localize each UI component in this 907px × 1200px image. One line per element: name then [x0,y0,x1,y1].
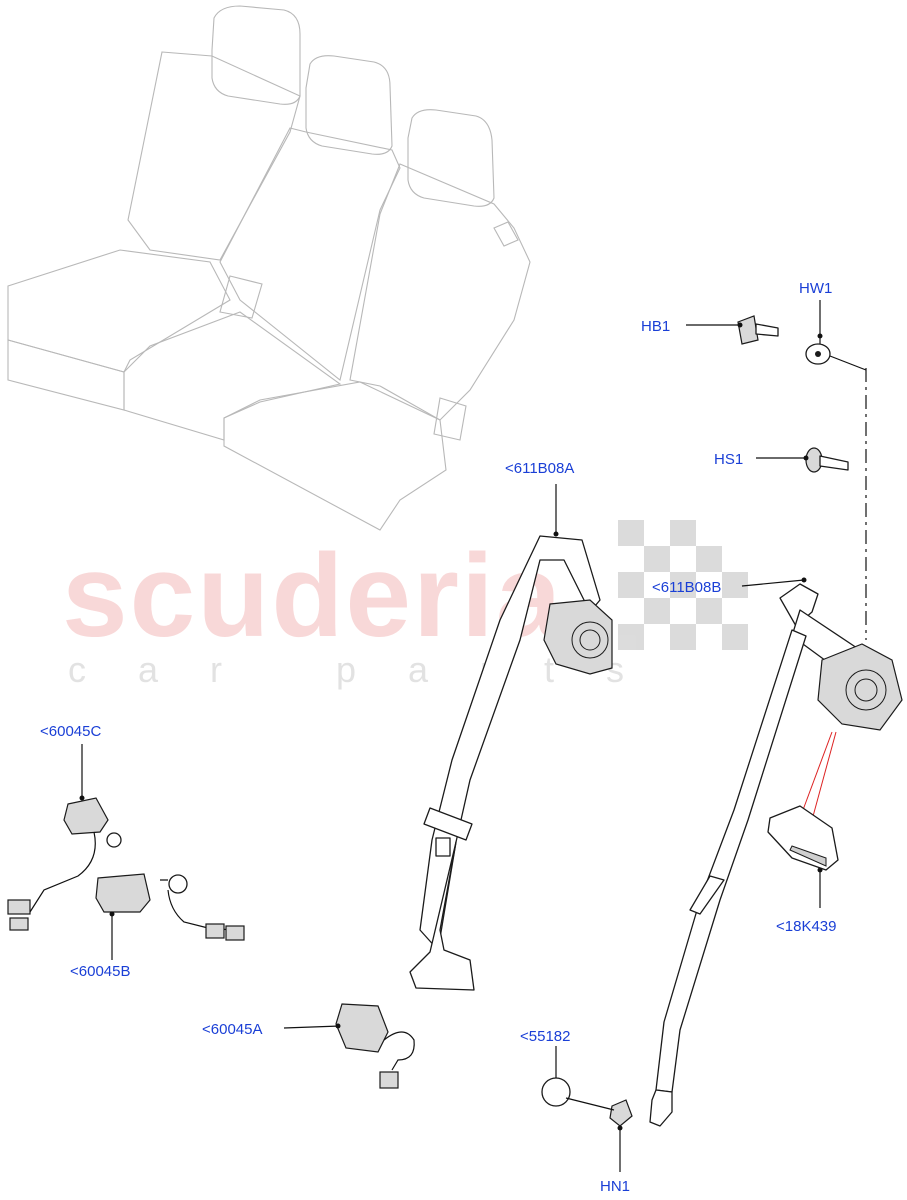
watermark-brand: scuderia [62,530,563,662]
washer-hw1[interactable] [805,343,831,365]
watermark-tagline: car parts [68,649,676,690]
nut-hn1[interactable] [609,1099,633,1127]
cover-guide-lines [799,731,837,821]
leader-dots [79,322,823,1131]
callout-60045b[interactable]: <60045B [70,963,130,980]
rear-seat-outline [7,5,531,531]
seat-belt-611b08a[interactable] [409,535,613,991]
cover-18k439[interactable] [767,805,839,871]
callout-60045a[interactable]: <60045A [202,1021,262,1038]
retractor-611b08a [543,599,613,675]
bolt-hs1[interactable] [805,447,849,473]
retractor-611b08b [817,643,903,731]
callout-611b08b[interactable]: <611B08B [652,579,721,596]
buckle-60045c[interactable] [7,797,122,931]
buckle-60045b[interactable] [95,873,245,941]
callout-hs1[interactable]: HS1 [714,451,743,468]
watermark: scuderia car parts [62,520,748,690]
callout-611b08a[interactable]: <611B08A [505,460,574,477]
assembly-axis-connector [829,355,867,371]
callout-18k439[interactable]: <18K439 [776,918,836,935]
bolt-hb1[interactable] [737,315,779,345]
callout-hw1[interactable]: HW1 [799,280,832,297]
checkered-flag-logo [618,520,748,650]
seat-belt-611b08b[interactable] [649,583,903,1127]
leader-lines [81,300,821,1172]
callout-hb1[interactable]: HB1 [641,318,670,335]
callout-60045c[interactable]: <60045C [40,723,101,740]
callout-hn1[interactable]: HN1 [600,1178,630,1195]
buckle-60045a[interactable] [335,1003,415,1089]
callout-55182[interactable]: <55182 [520,1028,570,1045]
cap-55182[interactable] [541,1077,571,1107]
